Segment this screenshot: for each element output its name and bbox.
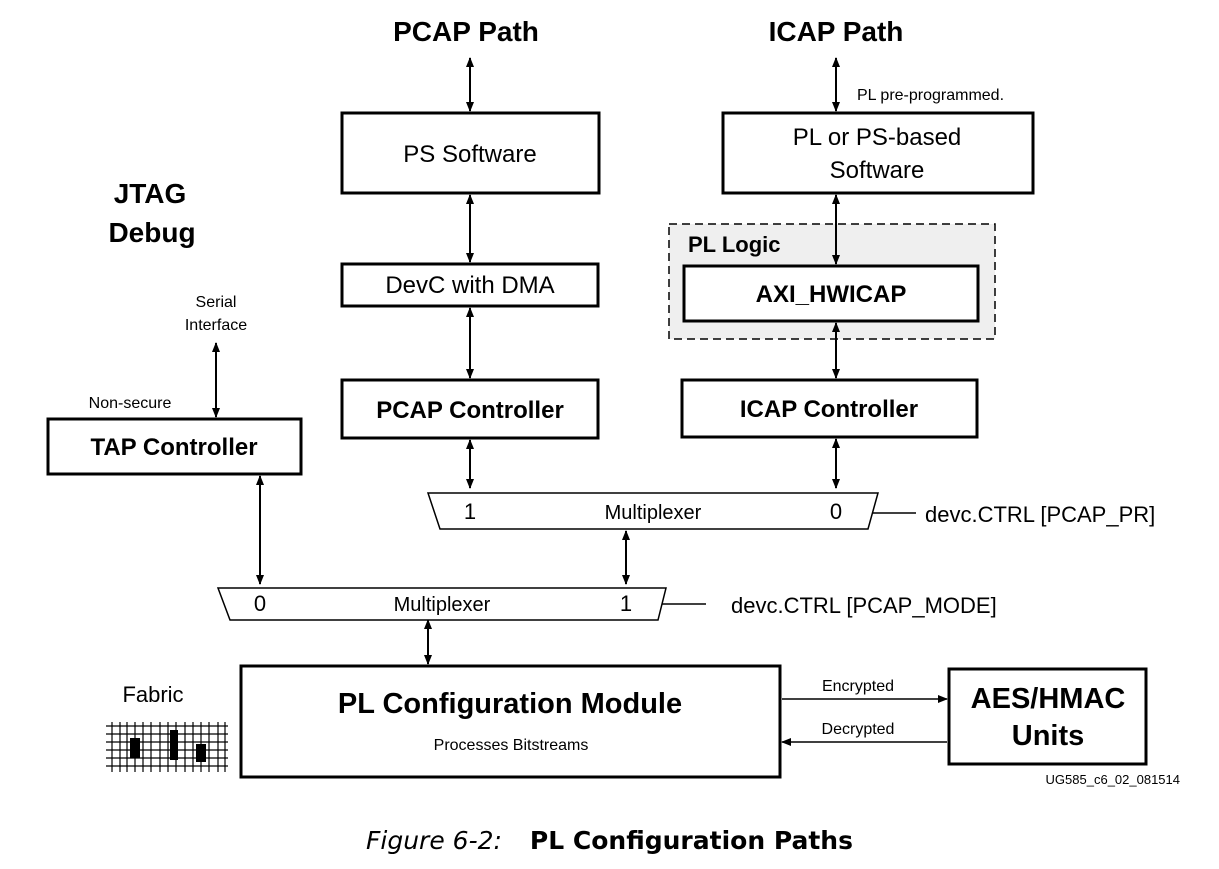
mux2-input-1: 1 xyxy=(620,591,632,616)
fabric-label: Fabric xyxy=(122,682,183,707)
pl-config-module-box xyxy=(239,664,782,779)
mux1-control-label: devc.CTRL [PCAP_PR] xyxy=(925,502,1155,527)
pl-ps-software-label-line2: Software xyxy=(830,157,925,184)
jtag-debug-title-line1: JTAG xyxy=(114,178,187,209)
tap-controller-label: TAP Controller xyxy=(90,434,257,461)
pl-ps-software-box xyxy=(721,111,1035,195)
mux1-shape xyxy=(426,492,879,530)
mux1-label: Multiplexer xyxy=(605,502,702,524)
mux2-shape xyxy=(216,587,667,621)
jtag-debug-title-line2: Debug xyxy=(108,217,195,248)
encrypted-label: Encrypted xyxy=(822,678,894,695)
mux1-input-1: 1 xyxy=(464,499,476,524)
tap-controller-box xyxy=(46,417,303,476)
icap-path-title: ICAP Path xyxy=(769,16,904,47)
pl-config-module-sublabel: Processes Bitstreams xyxy=(434,737,589,754)
aes-hmac-label-line2: Units xyxy=(1012,720,1085,752)
ps-software-label: PS Software xyxy=(403,141,536,168)
axi-hwicap-box xyxy=(682,264,980,323)
pcap-path-title: PCAP Path xyxy=(393,16,539,47)
pcap-controller-box xyxy=(340,378,600,440)
devc-dma-label: DevC with DMA xyxy=(385,272,554,299)
pl-preprogrammed-note: PL pre-programmed. xyxy=(857,87,1004,104)
serial-interface-note-line2: Interface xyxy=(185,317,247,334)
devc-dma-box xyxy=(340,262,600,308)
ps-software-box xyxy=(340,111,601,195)
serial-interface-note-line1: Serial xyxy=(196,294,237,311)
document-id: UG585_c6_02_081514 xyxy=(1046,772,1180,787)
icap-controller-box xyxy=(680,378,979,439)
pl-config-module-label: PL Configuration Module xyxy=(338,688,682,720)
pcap-controller-label: PCAP Controller xyxy=(376,397,564,424)
figure-number: Figure 6-2: xyxy=(366,826,502,855)
mux2-input-0: 0 xyxy=(254,591,266,616)
decrypted-label: Decrypted xyxy=(822,721,895,738)
fabric-grid-icon xyxy=(106,722,228,772)
figure-title: PL Configuration Paths xyxy=(529,826,853,855)
pl-logic-label: PL Logic xyxy=(688,232,781,257)
configuration-diagram: PCAP Path ICAP Path JTAG Debug PL Logic … xyxy=(46,16,1180,787)
axi-hwicap-label: AXI_HWICAP xyxy=(756,281,907,308)
non-secure-note: Non-secure xyxy=(89,395,172,412)
icap-controller-label: ICAP Controller xyxy=(740,396,918,423)
figure-caption: Figure 6-2: PL Configuration Paths xyxy=(0,826,1219,855)
pl-ps-software-label-line1: PL or PS-based xyxy=(793,124,962,151)
mux2-label: Multiplexer xyxy=(394,594,491,616)
aes-hmac-label-line1: AES/HMAC xyxy=(971,683,1126,715)
mux2-control-label: devc.CTRL [PCAP_MODE] xyxy=(731,593,997,618)
aes-hmac-box xyxy=(947,667,1148,766)
mux1-input-0: 0 xyxy=(830,499,842,524)
